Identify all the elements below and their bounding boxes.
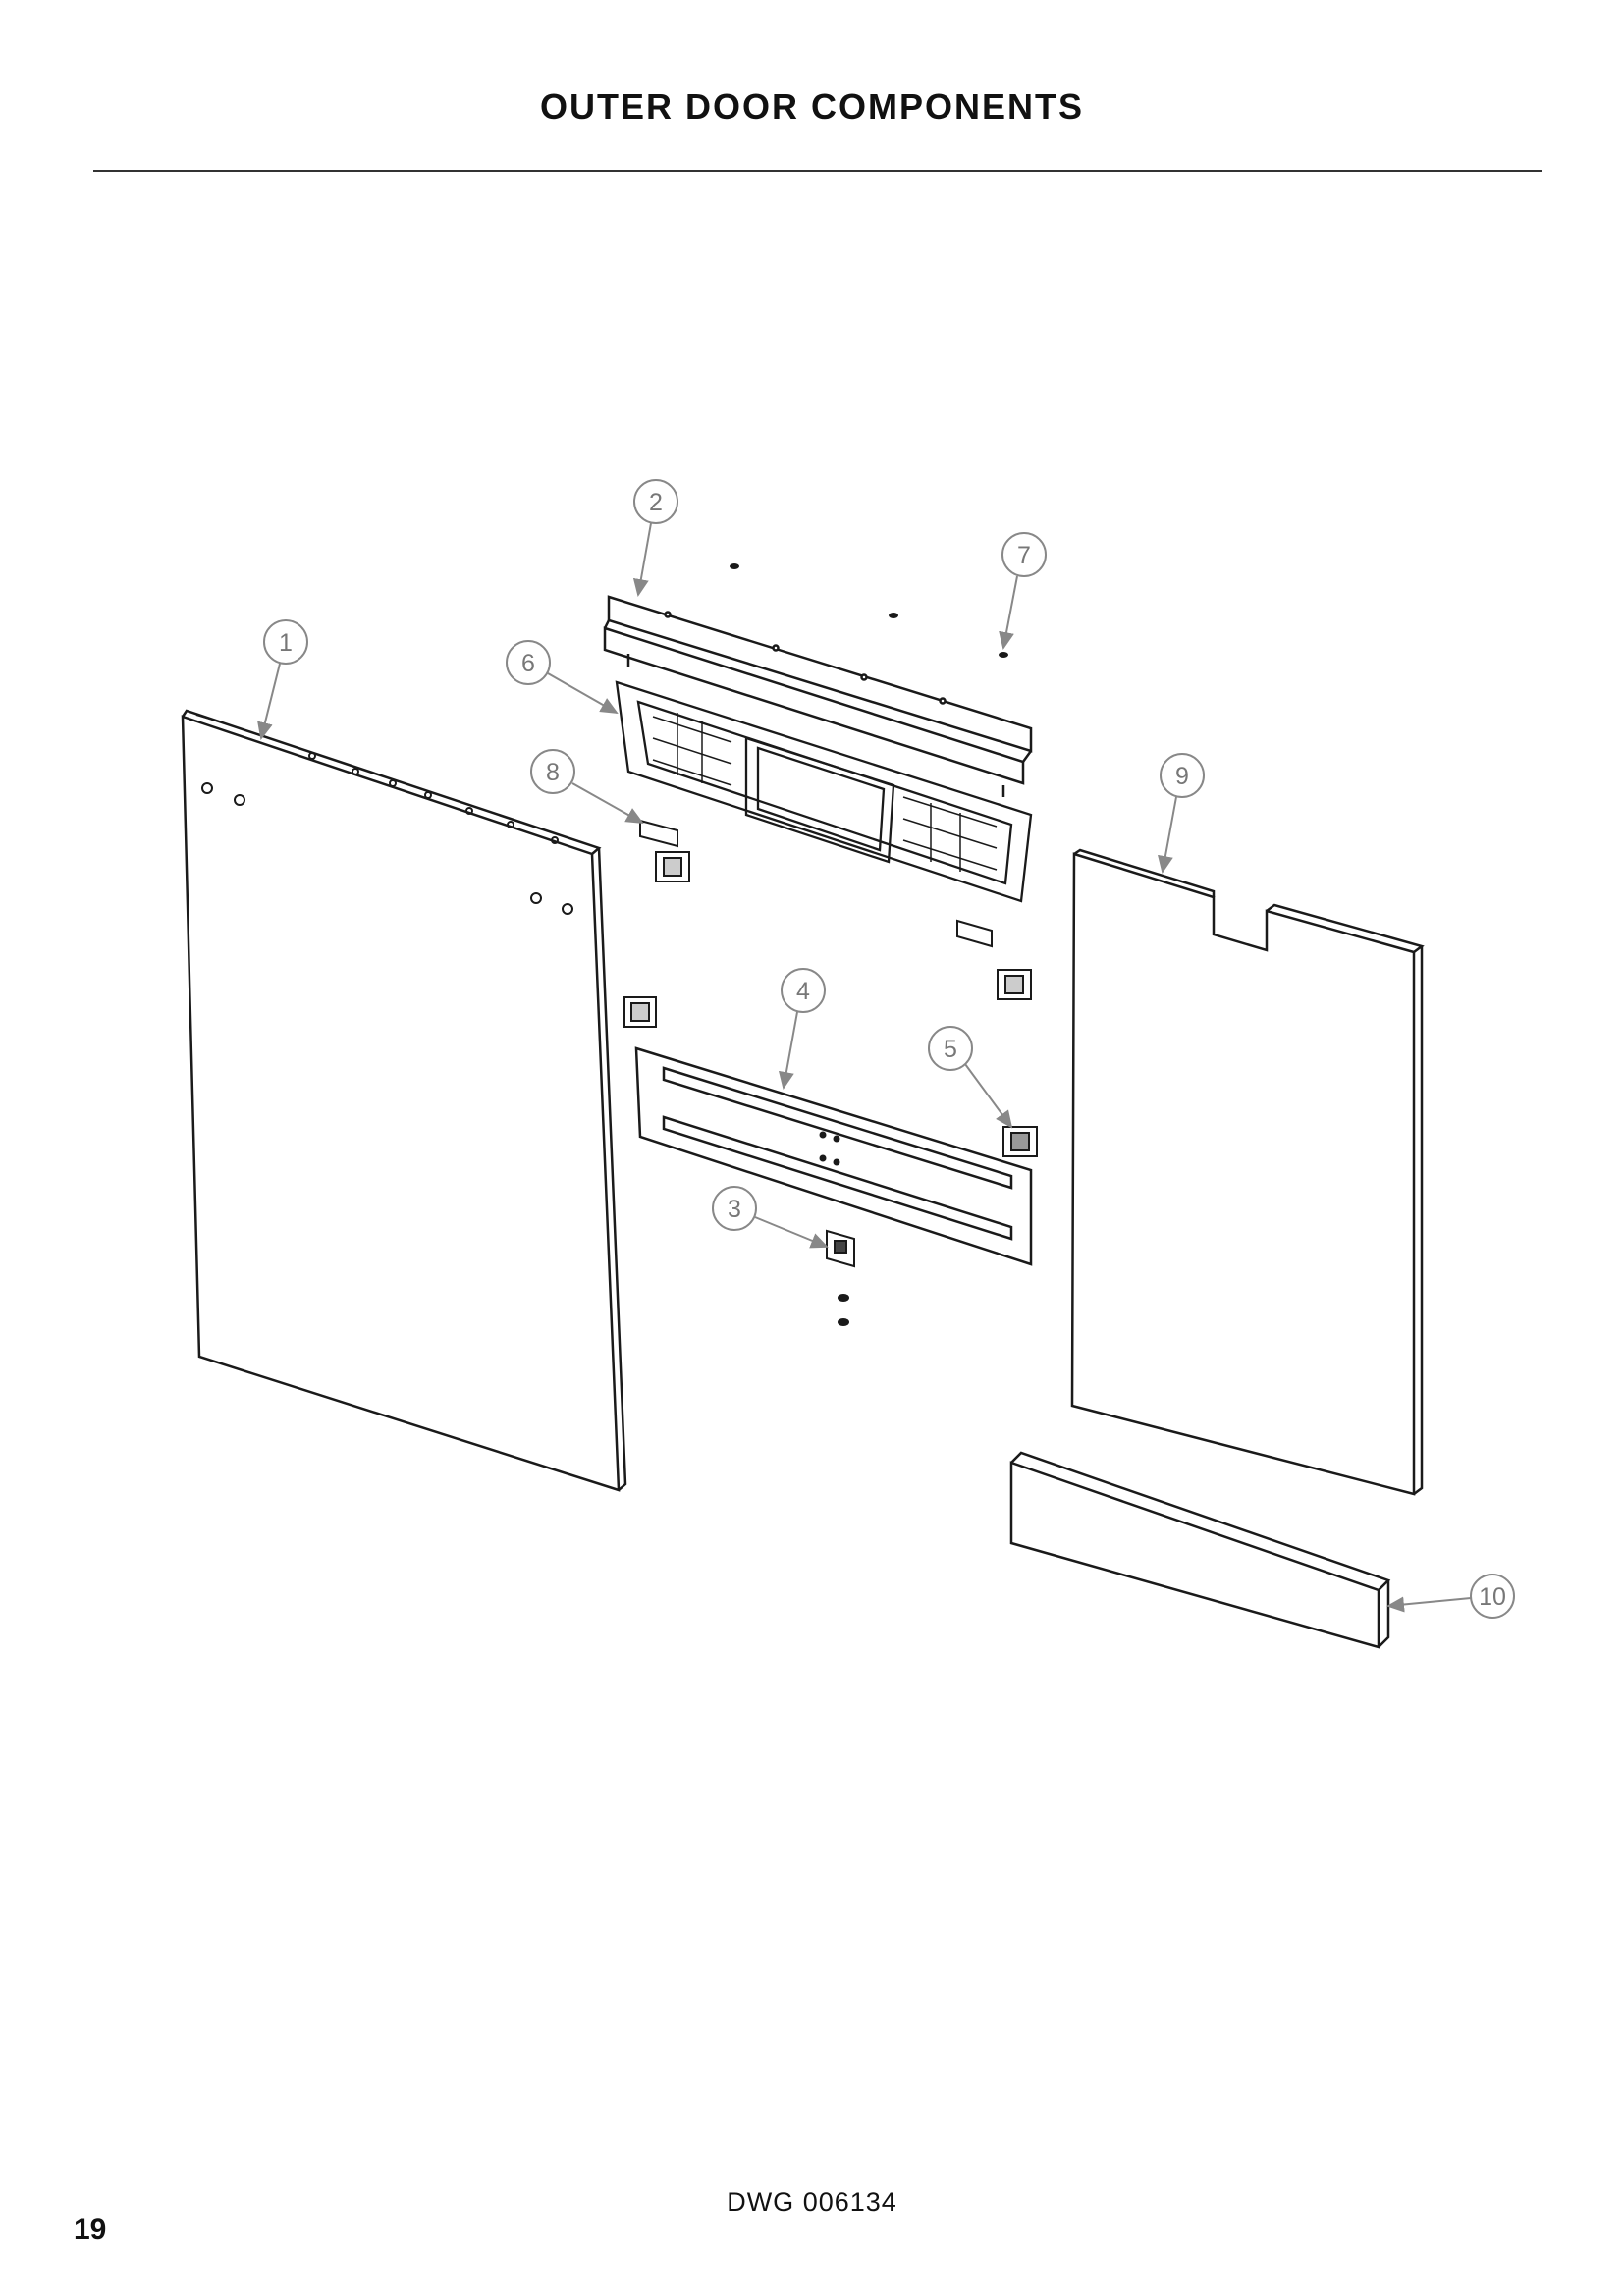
callout-2: 2 <box>632 479 678 597</box>
mounting-hole <box>234 794 245 806</box>
callout-6: 6 <box>506 640 619 714</box>
handle-frame <box>615 680 1033 903</box>
screw <box>838 1294 849 1326</box>
screw-part-7 <box>999 652 1008 658</box>
callout-9: 9 <box>1158 753 1205 874</box>
mounting-hole <box>201 782 213 794</box>
screw <box>730 563 898 618</box>
callout-5: 5 <box>928 1026 1013 1129</box>
callout-10: 10 <box>1386 1574 1515 1619</box>
svg-text:10: 10 <box>1479 1583 1506 1611</box>
svg-text:5: 5 <box>944 1036 957 1063</box>
svg-text:6: 6 <box>521 650 535 677</box>
bracket-part-8 <box>639 819 993 948</box>
svg-text:3: 3 <box>728 1196 741 1223</box>
kick-plate-part-10 <box>1009 1451 1391 1649</box>
rail-bracket <box>634 1046 1033 1266</box>
clip-part-5 <box>1002 1126 1038 1157</box>
callout-8: 8 <box>530 749 644 824</box>
page-number: 19 <box>74 2214 107 2246</box>
drawing-number: DWG 006134 <box>727 2187 897 2216</box>
outer-door-panel <box>181 709 627 1492</box>
svg-text:1: 1 <box>279 629 293 657</box>
svg-text:4: 4 <box>796 978 810 1005</box>
title-divider <box>93 170 1542 172</box>
svg-text:8: 8 <box>546 759 560 786</box>
callout-1: 1 <box>257 619 308 740</box>
callout-7: 7 <box>999 532 1047 650</box>
top-channel <box>603 595 1033 797</box>
clip <box>623 851 1032 1028</box>
plate-part-3 <box>826 1229 855 1268</box>
mounting-hole <box>562 903 573 915</box>
svg-text:7: 7 <box>1017 542 1031 569</box>
svg-text:9: 9 <box>1175 763 1189 790</box>
svg-text:2: 2 <box>649 489 663 516</box>
page-title: OUTER DOOR COMPONENTS <box>539 86 1084 127</box>
inner-panel-part-9 <box>1070 848 1425 1496</box>
callout-4: 4 <box>778 968 826 1090</box>
mounting-hole <box>530 892 542 904</box>
callout-3: 3 <box>712 1186 829 1249</box>
